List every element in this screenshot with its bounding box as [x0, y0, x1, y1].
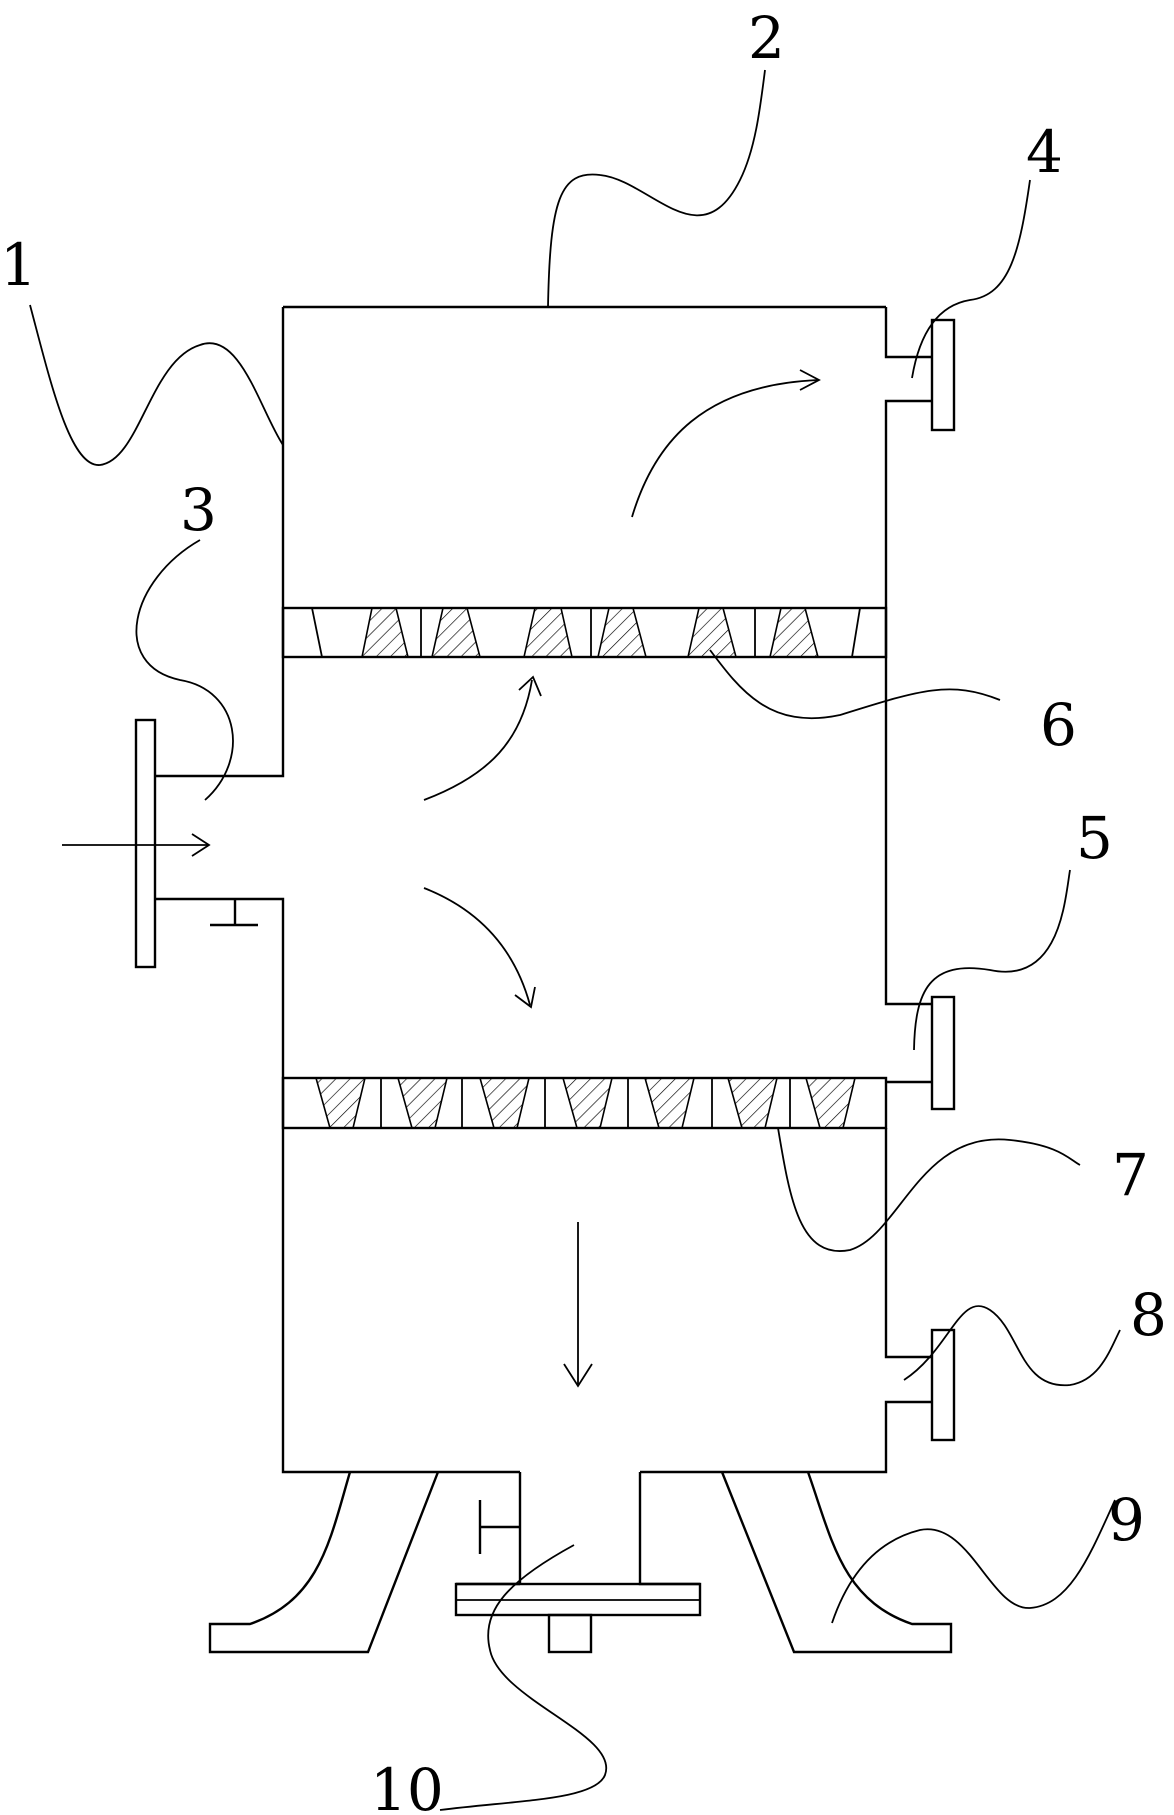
- outlet-5: [886, 995, 956, 1111]
- right-leg: [720, 1471, 953, 1654]
- label-2: 2: [748, 4, 785, 72]
- vessel-right-wall-a: [884, 307, 932, 359]
- leader-3: [135, 539, 234, 801]
- upward-flow-arrow: [423, 675, 542, 801]
- vessel-right-wall-c: [884, 1128, 932, 1359]
- bottom-plug: [547, 1613, 593, 1654]
- leader-8: [903, 1305, 1121, 1386]
- filter-bed-6: [281, 606, 888, 659]
- vessel-right-wall-b: [884, 399, 932, 1006]
- outlet-4-flow-arrow: [631, 369, 821, 518]
- label-7: 7: [1112, 1141, 1149, 1209]
- reference-numerals: 1 2 3 4 5 6 7 8 9 10: [0, 4, 1167, 1815]
- leader-7: [777, 1127, 1081, 1252]
- leader-10: [439, 1544, 608, 1811]
- outlet-5-flange: [930, 995, 956, 1111]
- bottom-outlet-10: [454, 1472, 702, 1654]
- leader-6: [709, 649, 1001, 720]
- label-3: 3: [180, 476, 217, 544]
- inlet-flow-arrow: [62, 833, 211, 857]
- leader-lines: [29, 69, 1121, 1811]
- inlet-flange: [134, 718, 157, 969]
- outlet-8-flange: [930, 1328, 956, 1442]
- label-6: 6: [1040, 691, 1077, 759]
- support-legs-9: [208, 1471, 953, 1654]
- vessel-left-wall-upper: [155, 307, 285, 778]
- leader-1: [29, 304, 284, 466]
- leader-2: [547, 69, 766, 308]
- bottom-flow-arrow: [563, 1222, 593, 1388]
- leader-4: [911, 179, 1031, 379]
- outlet-4-flange: [930, 318, 956, 432]
- label-9: 9: [1108, 1486, 1145, 1554]
- outlet-4: [930, 318, 956, 432]
- flow-arrows: [62, 369, 821, 1388]
- leader-5: [913, 869, 1071, 1051]
- label-4: 4: [1026, 118, 1063, 186]
- vessel-body: [155, 305, 932, 1474]
- label-5: 5: [1076, 804, 1113, 872]
- left-leg: [208, 1471, 440, 1654]
- label-1: 1: [0, 231, 37, 299]
- filter-bed-7: [281, 1076, 888, 1130]
- vessel-left-wall-lower: [155, 897, 520, 1474]
- inlet-3: [134, 718, 258, 969]
- leader-9: [831, 1499, 1116, 1624]
- downward-flow-arrow: [423, 887, 536, 1009]
- label-10: 10: [370, 1756, 444, 1815]
- outlet-8: [930, 1328, 956, 1442]
- vessel-right-wall-d: [640, 1400, 932, 1474]
- label-8: 8: [1130, 1281, 1167, 1349]
